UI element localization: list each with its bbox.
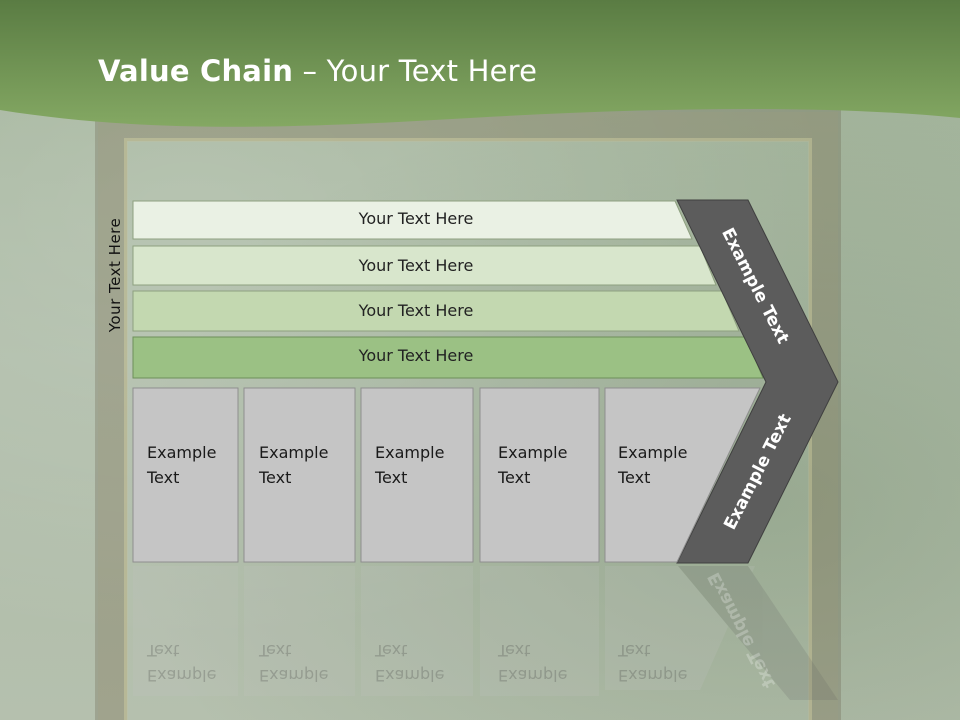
slide-title: Value Chain – Your Text Here bbox=[98, 54, 537, 88]
box-2-line2: Text bbox=[259, 468, 292, 487]
box-3-reflection-line2: Text bbox=[375, 641, 408, 660]
box-3-reflection: Example Text bbox=[375, 638, 444, 688]
box-3-line2: Text bbox=[375, 468, 408, 487]
box-5-reflection-line1: Example bbox=[618, 666, 688, 685]
box-3-reflection-line1: Example bbox=[375, 666, 445, 685]
box-1-line2: Text bbox=[147, 468, 180, 487]
box-5[interactable] bbox=[604, 387, 761, 563]
bar-1[interactable] bbox=[132, 200, 693, 240]
title-band bbox=[0, 0, 960, 127]
box-2-reflection: Example Text bbox=[259, 638, 328, 688]
box-5-reflection: Example Text bbox=[618, 638, 687, 688]
chevron-arrow[interactable] bbox=[676, 199, 839, 564]
bar-2-label: Your Text Here bbox=[358, 256, 474, 275]
bar-4[interactable] bbox=[132, 336, 764, 379]
box-1-line1: Example bbox=[147, 443, 217, 462]
title-rest: – Your Text Here bbox=[293, 54, 538, 88]
box-4-reflection-line2: Text bbox=[498, 641, 531, 660]
bar-3-label: Your Text Here bbox=[358, 301, 474, 320]
box-1-reflection: Example Text bbox=[147, 638, 216, 688]
box-5-reflection-line2: Text bbox=[618, 641, 651, 660]
bar-1-label: Your Text Here bbox=[358, 209, 474, 228]
box-4-line1: Example bbox=[498, 443, 568, 462]
box-3-line1: Example bbox=[375, 443, 445, 462]
box-3[interactable] bbox=[360, 387, 474, 563]
bar-4-label: Your Text Here bbox=[358, 346, 474, 365]
box-2-reflection-line1: Example bbox=[259, 666, 329, 685]
title-bold: Value Chain bbox=[98, 54, 294, 88]
box-2[interactable] bbox=[243, 387, 356, 563]
box-1-reflection-line1: Example bbox=[147, 666, 217, 685]
box-5-line2: Text bbox=[618, 468, 651, 487]
box-4-reflection: Example Text bbox=[498, 638, 567, 688]
box-1[interactable] bbox=[132, 387, 239, 563]
box-4[interactable] bbox=[479, 387, 600, 563]
box-5-line1: Example bbox=[618, 443, 688, 462]
box-2-reflection-line2: Text bbox=[259, 641, 292, 660]
box-1-reflection-line2: Text bbox=[147, 641, 180, 660]
bar-2[interactable] bbox=[132, 245, 717, 286]
box-4-line2: Text bbox=[498, 468, 531, 487]
bar-3[interactable] bbox=[132, 290, 740, 332]
reflection-group bbox=[133, 566, 838, 700]
box-2-line1: Example bbox=[259, 443, 329, 462]
box-4-reflection-line1: Example bbox=[498, 666, 568, 685]
